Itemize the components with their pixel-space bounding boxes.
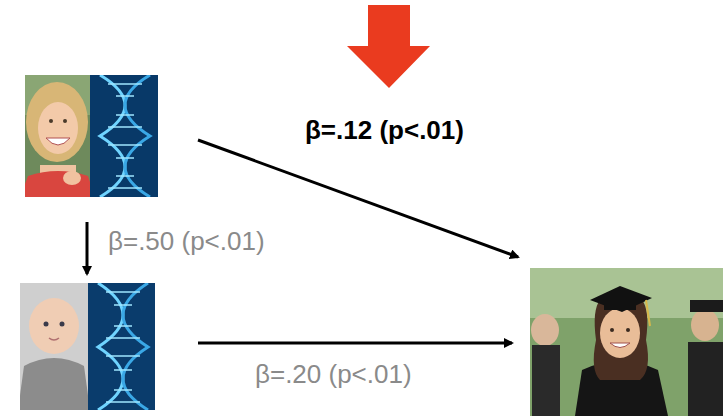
graduate-photo-part: [610, 328, 614, 332]
graduate-photo-part: [530, 268, 723, 416]
mother-dna-photo-part-part: [108, 126, 142, 128]
path-arrows-part: [198, 342, 512, 345]
child-dna-photo-part: [98, 283, 123, 410]
graduate-photo-part: [610, 343, 630, 348]
mother-dna-photo-part: [100, 75, 125, 197]
path-arrows: [87, 140, 518, 343]
child-dna-photo-part-part: [106, 291, 140, 293]
mother-dna-photo-part: [49, 119, 53, 123]
child-dna-photo: [20, 283, 155, 410]
coefficient-label: β=.12 (p<.01): [302, 116, 467, 146]
path-arrows-part: [86, 222, 89, 274]
graduate-photo-part: [531, 314, 559, 346]
mother-dna-photo-part-part: [116, 114, 134, 116]
child-dna-photo-part: [29, 298, 79, 354]
child-dna-photo-part-part: [114, 325, 132, 327]
child-dna-photo-part: [20, 358, 90, 410]
child-dna-photo-part: [49, 338, 59, 340]
mother-dna-photo-part: [90, 75, 158, 197]
mother-dna-photo-part: [63, 119, 67, 123]
mother-dna-photo-part: [63, 171, 81, 185]
mother-dna-photo-part-part: [108, 144, 142, 146]
graduate-photo-part: [688, 342, 723, 416]
mother-dna-photo-part: [38, 102, 78, 154]
graduate-photo-part: [594, 300, 648, 380]
child-dna-photo-part: [30, 304, 78, 318]
graduate-photo-part: [590, 286, 652, 312]
mother-dna-photo-part: [46, 138, 70, 145]
child-dna-photo-part: [60, 322, 65, 327]
child-dna-photo-part-part: [106, 337, 140, 339]
graduate-photo-part: [690, 300, 723, 312]
child-dna-photo-part-part: [114, 304, 132, 306]
mother-dna-photo-part: [26, 82, 88, 162]
mother-dna-photo-part: [108, 84, 142, 188]
graduate-photo-part: [646, 300, 650, 326]
mother-dna-photo-part: [25, 171, 95, 197]
mother-dna-photo: [25, 75, 158, 197]
highlight-arrow-part: [347, 5, 430, 88]
mother-dna-photo-part-part: [116, 157, 134, 159]
graduate-photo-part: [604, 302, 636, 310]
graduate-photo-part: [626, 328, 630, 332]
child-dna-photo-part: [44, 322, 49, 327]
graduate-photo-part: [600, 308, 640, 358]
child-dna-photo-part: [106, 292, 140, 402]
child-dna-photo-part-part: [114, 369, 132, 371]
child-dna-photo-part: [88, 283, 155, 410]
graduate-photo-part: [532, 345, 560, 416]
graduate-photo-part: [691, 309, 719, 341]
mother-dna-photo-part-part: [116, 95, 134, 97]
graduate-photo: [530, 268, 723, 416]
coefficient-label: β=.50 (p<.01): [105, 227, 268, 257]
child-dna-photo-part-part: [106, 401, 140, 403]
child-dna-photo-part: [123, 283, 148, 410]
highlight-arrow: [347, 5, 430, 88]
coefficient-label: β=.20 (p<.01): [252, 360, 415, 390]
child-dna-photo-part-part: [114, 389, 132, 391]
mother-dna-photo-part-part: [108, 83, 142, 85]
mother-dna-photo-part-part: [116, 175, 134, 177]
child-dna-photo-part-part: [106, 355, 140, 357]
mother-dna-photo-part-part: [108, 187, 142, 189]
mother-dna-photo-part: [125, 75, 150, 197]
